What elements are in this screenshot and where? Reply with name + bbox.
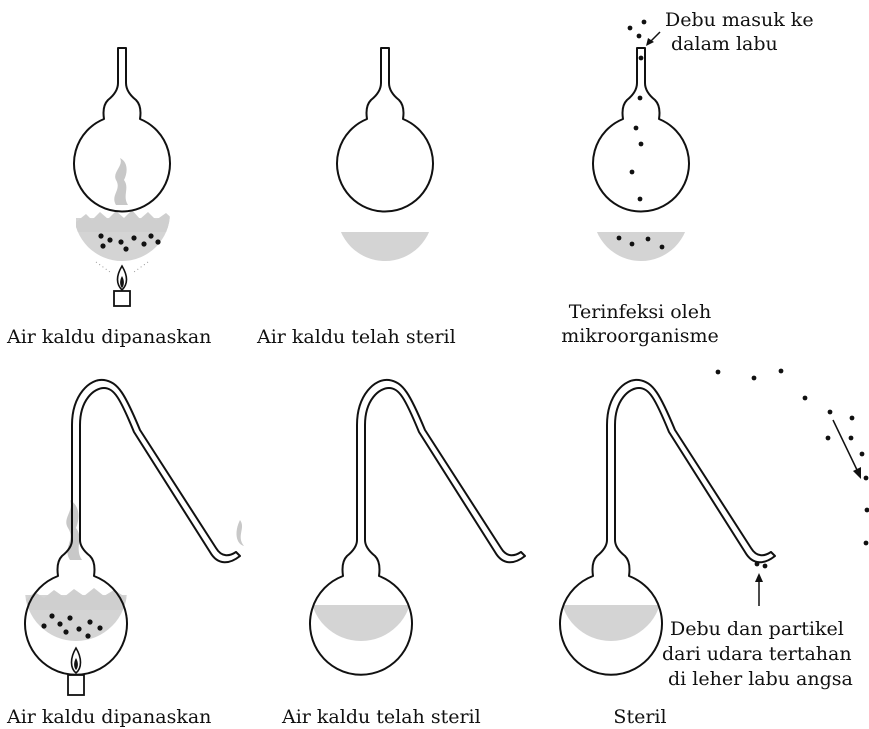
arrow-icon — [833, 420, 861, 479]
dust-particles — [617, 20, 665, 250]
bubbling-surface — [76, 210, 176, 232]
broth-liquid — [337, 232, 437, 272]
steam-plume — [114, 158, 128, 205]
flask-sterile-bottom — [310, 380, 525, 675]
annotation-trapped-line3: di leher labu angsa — [668, 667, 853, 691]
flask-heated-bottom — [25, 380, 244, 695]
caption-heated-top: Air kaldu dipanaskan — [7, 325, 211, 349]
caption-heated-bottom: Air kaldu dipanaskan — [7, 705, 211, 729]
annotation-trapped-line2: dari udara tertahan — [662, 642, 852, 666]
annotation-dust-enters-line2: dalam labu — [671, 32, 778, 56]
flask-sterile-top — [337, 48, 437, 272]
arrow-icon — [646, 32, 660, 46]
broth-liquid — [310, 605, 412, 655]
candle-icon — [96, 262, 148, 306]
arrow-up-icon — [755, 573, 763, 606]
steam-wisp — [237, 520, 244, 546]
candle-icon — [68, 648, 84, 695]
flask-infected-top — [593, 20, 693, 272]
caption-sterile-top: Air kaldu telah steril — [257, 325, 456, 349]
broth-liquid — [560, 605, 662, 655]
caption-infected-line2: mikroorganisme — [540, 324, 740, 348]
annotation-dust-enters-line1: Debu masuk ke — [665, 8, 814, 32]
caption-sterile-result: Steril — [580, 705, 700, 729]
caption-sterile-bottom: Air kaldu telah steril — [282, 705, 481, 729]
annotation-trapped-line1: Debu dan partikel — [670, 617, 844, 641]
caption-infected-line1: Terinfeksi oleh — [540, 300, 740, 324]
bubbling-surface — [25, 588, 127, 610]
flask-heated-top — [74, 48, 176, 306]
flask-outline — [593, 48, 689, 211]
dust-particles — [716, 369, 869, 569]
broth-liquid — [593, 232, 693, 272]
flask-outline — [337, 48, 433, 211]
